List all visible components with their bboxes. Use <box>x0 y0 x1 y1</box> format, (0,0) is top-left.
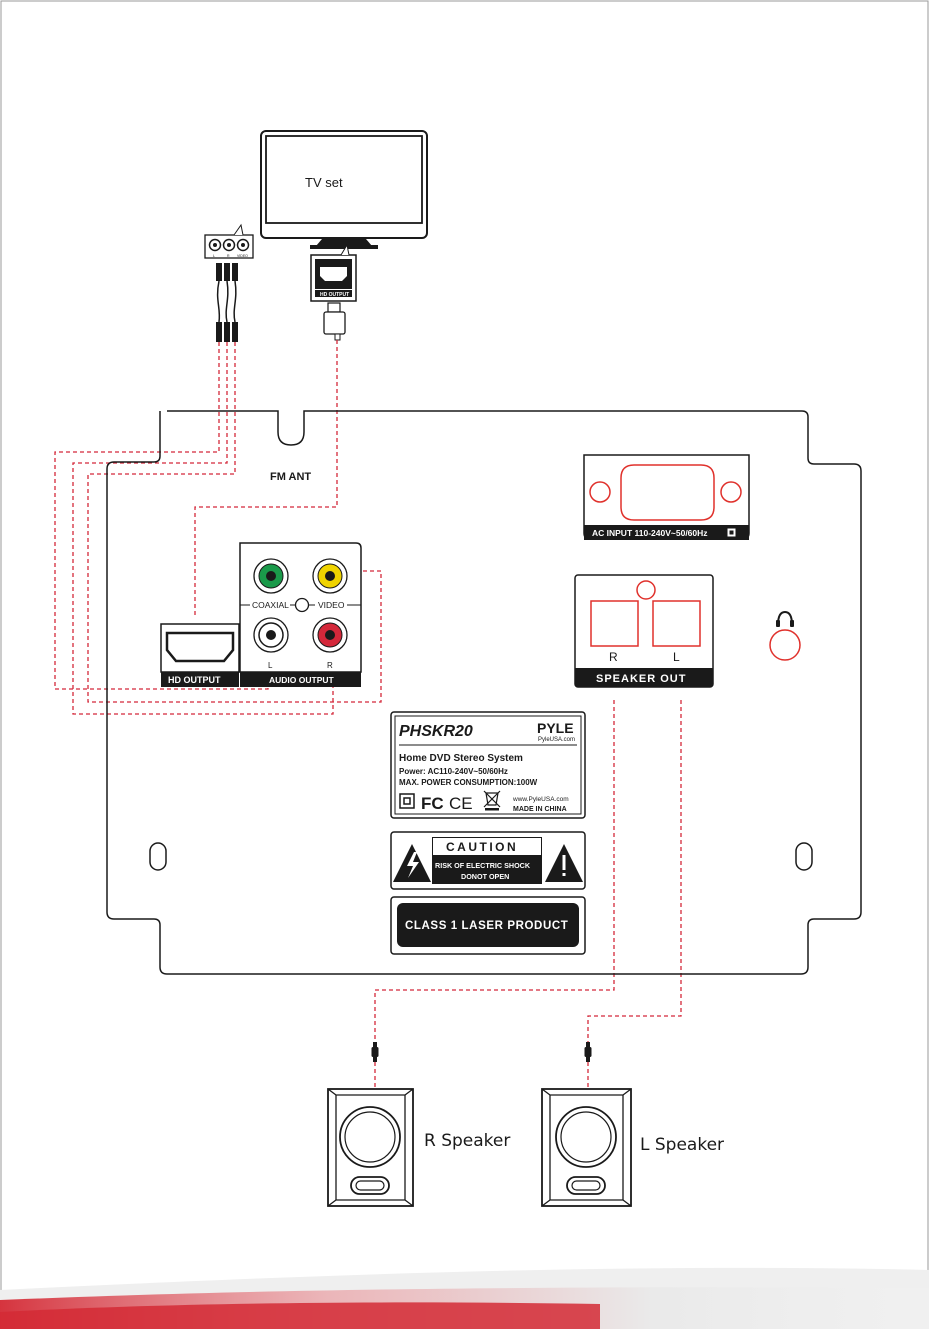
hdmi-cable-assembly: HD OUTPUT <box>310 243 357 341</box>
rca-plug-l: L <box>213 254 215 258</box>
speaker-out-l: L <box>673 650 680 664</box>
website: www.PyleUSA.com <box>512 796 569 803</box>
headphone-jack[interactable] <box>769 610 801 661</box>
audio-r-jack[interactable] <box>312 617 348 653</box>
power-spec: Power: AC110-240V~50/60Hz <box>399 767 508 776</box>
av-jack-panel: AUDIO OUTPUT COAXIAL VIDEO <box>239 542 362 687</box>
tv-label: TV set <box>305 175 343 190</box>
caution-line1: RISK OF ELECTRIC SHOCK <box>435 861 531 870</box>
laser-label: CLASS 1 LASER PRODUCT <box>390 896 586 955</box>
speaker-out-terminal[interactable]: R L SPEAKER OUT <box>574 574 714 688</box>
back-panel: FM ANT <box>106 410 862 975</box>
video-label: VIDEO <box>318 600 345 610</box>
coaxial-jack[interactable] <box>253 558 289 594</box>
speaker-plug-left <box>584 1042 592 1062</box>
left-speaker-label: L Speaker <box>640 1135 724 1155</box>
right-speaker-label: R Speaker <box>424 1131 510 1151</box>
double-insulation-icon <box>399 793 415 809</box>
footer-decoration <box>0 1267 929 1329</box>
video-jack[interactable] <box>312 558 348 594</box>
ac-input-label: AC INPUT 110-240V~50/60Hz <box>592 528 708 538</box>
exclamation-warning-icon <box>545 844 583 882</box>
headphone-icon <box>776 610 794 627</box>
brand-logo: PYLE <box>537 720 574 736</box>
ce-mark: CE <box>449 794 473 813</box>
rca-plug-r: R <box>227 254 230 258</box>
right-speaker <box>327 1088 414 1207</box>
rca-plug-video: VIDEO <box>237 254 248 258</box>
rating-label: PHSKR20 PYLE PyleUSA.com Home DVD Stereo… <box>390 711 586 819</box>
laser-text: CLASS 1 LASER PRODUCT <box>405 920 568 932</box>
caution-title: CAUTION <box>446 840 518 854</box>
left-speaker <box>541 1088 632 1207</box>
speaker-plug-right <box>371 1042 379 1062</box>
audio-output-label: AUDIO OUTPUT <box>269 675 335 685</box>
cable-routes <box>54 340 682 1088</box>
coaxial-label: COAXIAL <box>252 600 289 610</box>
hd-output-port[interactable]: HD OUTPUT <box>160 623 240 687</box>
speaker-out-label: SPEAKER OUT <box>596 673 686 685</box>
audio-r-label: R <box>327 661 333 670</box>
audio-l-jack[interactable] <box>253 617 289 653</box>
caution-label: CAUTION RISK OF ELECTRIC SHOCK DONOT OPE… <box>390 831 586 890</box>
fcc-mark: FC <box>421 794 444 813</box>
rca-cable-assembly: L R VIDEO <box>204 223 254 342</box>
fm-ant-label: FM ANT <box>270 471 311 483</box>
hdmi-plug-label: HD OUTPUT <box>320 292 349 298</box>
power-consumption: MAX. POWER CONSUMPTION:100W <box>399 778 538 787</box>
brand-url: PyleUSA.com <box>538 737 575 743</box>
audio-l-label: L <box>268 661 273 670</box>
ac-input-socket[interactable]: AC INPUT 110-240V~50/60Hz <box>583 454 750 540</box>
speaker-out-r: R <box>609 650 618 664</box>
model-name: PHSKR20 <box>399 723 473 740</box>
made-in: MADE IN CHINA <box>513 806 567 813</box>
hd-output-label: HD OUTPUT <box>168 675 221 685</box>
weee-bin-icon <box>483 790 501 811</box>
lightning-warning-icon <box>393 844 431 882</box>
tv-set: TV set <box>260 130 428 249</box>
caution-line2: DONOT OPEN <box>461 872 509 881</box>
product-name: Home DVD Stereo System <box>399 753 523 764</box>
